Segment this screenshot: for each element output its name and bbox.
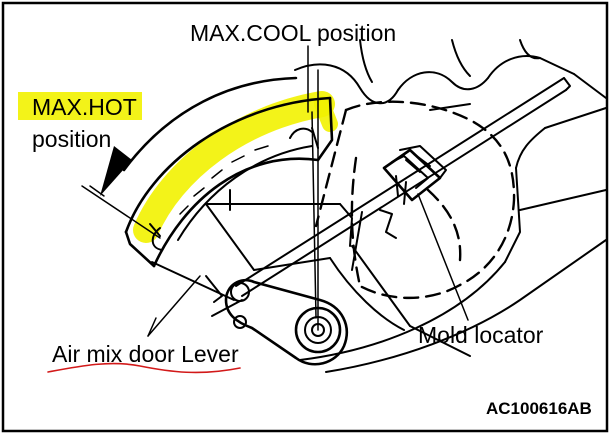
lever-hole: [233, 315, 247, 329]
max-hot-label: MAX.HOT: [32, 94, 137, 120]
curved-arrow-icon: [100, 146, 132, 196]
max-cool-label: MAX.COOL position: [190, 20, 397, 46]
door-dashed-outline: [314, 100, 516, 300]
figure-code: AC100616AB: [486, 399, 592, 418]
air-mix-door-quadrant: [124, 96, 334, 268]
lever-assembly: [151, 261, 349, 366]
mold-locator-label: Mold locator: [418, 322, 544, 348]
air-mix-lever-label: Air mix door Lever: [52, 341, 239, 367]
yellow-highlight: [18, 91, 338, 243]
leader-lines: [81, 45, 469, 337]
mold-locator-clip: [382, 145, 447, 205]
max-hot-position-label: position: [32, 126, 112, 152]
lever-label-underline: [47, 362, 241, 374]
direction-arrow: [100, 76, 298, 196]
pivot-pin: [230, 282, 250, 302]
background-duct-contour: [294, 39, 607, 263]
